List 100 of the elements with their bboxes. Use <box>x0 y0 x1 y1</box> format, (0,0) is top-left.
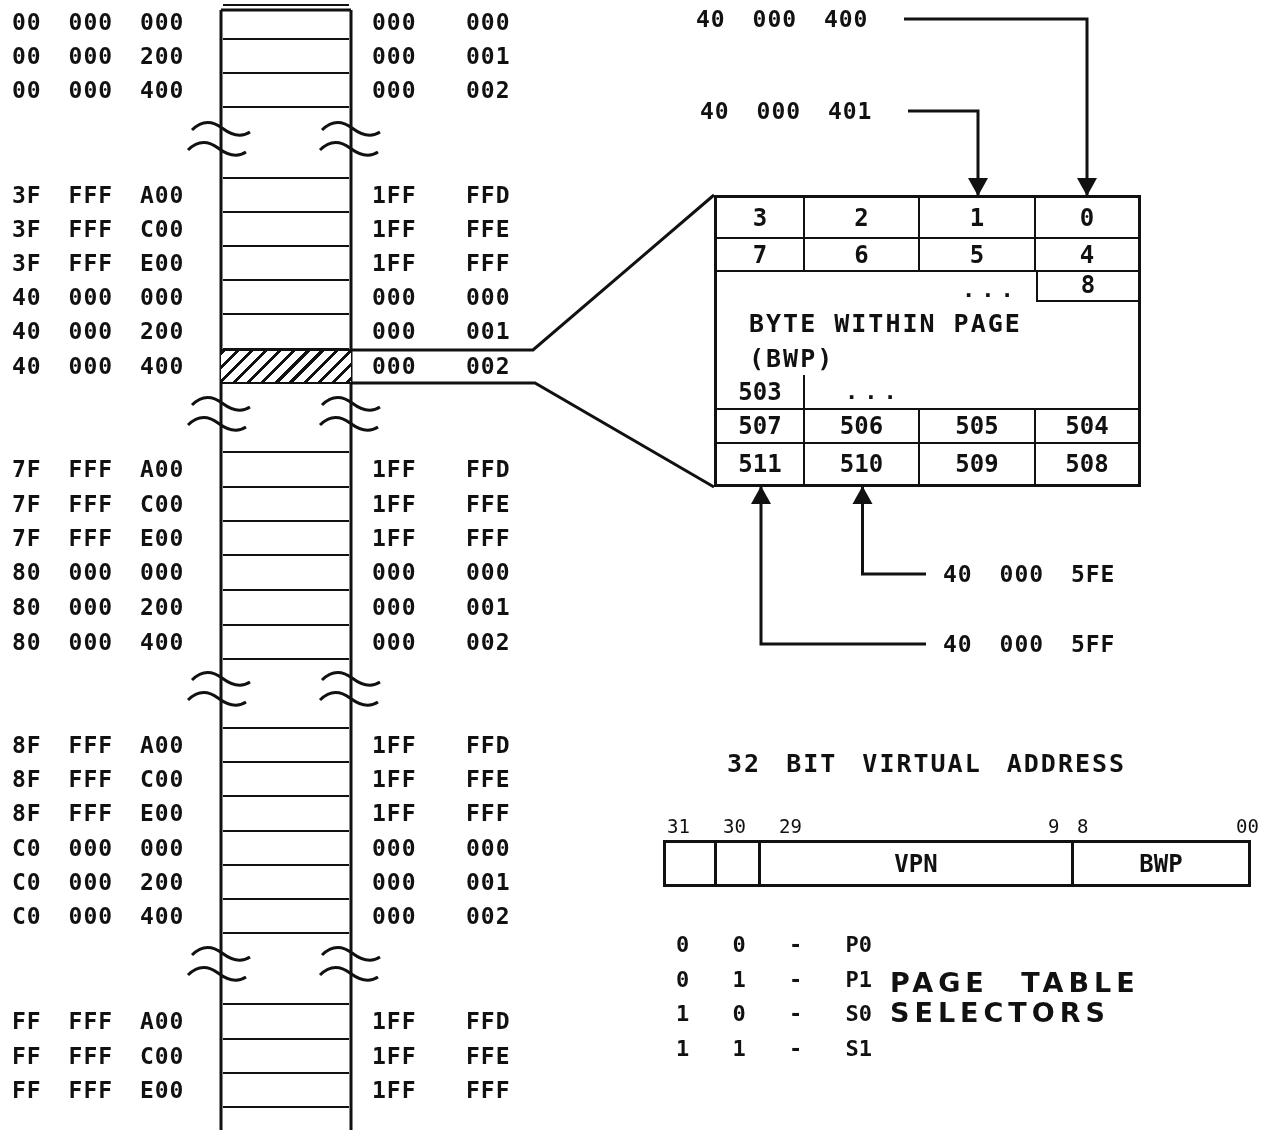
byte-cell: 6 <box>805 237 920 272</box>
byte-cell: 3 <box>717 198 805 237</box>
bit-field: BWP <box>1071 840 1251 887</box>
page-number: FFE <box>466 490 511 518</box>
page-number: 000 <box>372 834 417 862</box>
page-number: 000 <box>466 834 511 862</box>
page-number: 000 <box>372 868 417 896</box>
virtual-address: 00 000 000 <box>12 8 185 36</box>
page-number: FFF <box>466 524 511 552</box>
virtual-address: 3F FFF A00 <box>12 181 185 209</box>
virtual-address: C0 000 000 <box>12 834 185 862</box>
page-number: 002 <box>466 352 511 380</box>
bit-number: 30 <box>723 814 746 839</box>
bit-number: 9 <box>1048 814 1060 839</box>
byte-cell: 4 <box>1036 237 1138 272</box>
virtual-address: FF FFF C00 <box>12 1042 185 1070</box>
page-number: 1FF <box>372 524 417 552</box>
bit-number: 00 <box>1236 814 1259 839</box>
zoom-line <box>351 381 715 489</box>
page-number: 000 <box>466 8 511 36</box>
byte-cell: 509 <box>920 442 1036 484</box>
byte-cell: 2 <box>805 198 920 237</box>
page-number: 000 <box>372 593 417 621</box>
page-number: 002 <box>466 76 511 104</box>
page-number: 000 <box>372 8 417 36</box>
page-number: 000 <box>372 283 417 311</box>
page-number: FFE <box>466 215 511 243</box>
page-number: 000 <box>372 42 417 70</box>
selector-code: 1 1 - S1 <box>676 1035 872 1063</box>
byte-cell: 7 <box>717 237 805 272</box>
page-number: FFD <box>466 1007 511 1035</box>
byte-cell: 5 <box>920 237 1036 272</box>
virtual-address: FF FFF E00 <box>12 1076 185 1104</box>
page-number: 1FF <box>372 490 417 518</box>
page-number: 001 <box>466 868 511 896</box>
bit-number: 31 <box>667 814 690 839</box>
page-number: 000 <box>372 902 417 930</box>
page-number: 000 <box>372 628 417 656</box>
page-number: 002 <box>466 628 511 656</box>
address-label: 40 000 5FE <box>926 559 1136 589</box>
page-number: 1FF <box>372 1042 417 1070</box>
page-number: 1FF <box>372 1076 417 1104</box>
page-number: 001 <box>466 42 511 70</box>
page-number: 000 <box>466 558 511 586</box>
page-number: 000 <box>372 352 417 380</box>
selector-code: 1 0 - S0 <box>676 1000 872 1028</box>
virtual-address: 80 000 200 <box>12 593 185 621</box>
page-number: 000 <box>466 283 511 311</box>
virtual-address: 7F FFF E00 <box>12 524 185 552</box>
arrow <box>751 486 926 646</box>
byte-cell: 503 <box>717 375 805 408</box>
selector-code: 0 1 - P1 <box>676 966 872 994</box>
virtual-address: 8F FFF E00 <box>12 799 185 827</box>
page-number: 000 <box>372 558 417 586</box>
virtual-address: 00 000 200 <box>12 42 185 70</box>
byte-cell: 506 <box>805 408 920 442</box>
page-number: FFD <box>466 455 511 483</box>
virtual-address: 00 000 400 <box>12 76 185 104</box>
field-box <box>663 840 714 887</box>
hatched-page-cell <box>221 349 351 384</box>
page-detail-box <box>714 195 1141 487</box>
bit-field: VPN <box>758 840 1071 887</box>
byte-cell: 511 <box>717 442 805 484</box>
virtual-address: 8F FFF A00 <box>12 731 185 759</box>
address-label: 40 000 5FF <box>926 629 1136 659</box>
virtual-address: 40 000 200 <box>12 317 185 345</box>
ellipsis: ... <box>962 276 1020 304</box>
byte-cell: 0 <box>1036 198 1138 237</box>
page-heading: BYTE WITHIN PAGE (BWP) <box>749 308 1023 375</box>
byte-cell: 1 <box>920 198 1036 237</box>
byte-cell: 508 <box>1036 442 1138 484</box>
page-number: 1FF <box>372 181 417 209</box>
arrow <box>904 17 1097 196</box>
page-number: 001 <box>466 593 511 621</box>
page-number: FFD <box>466 731 511 759</box>
selector-code: 0 0 - P0 <box>676 931 872 959</box>
virtual-address: FF FFF A00 <box>12 1007 185 1035</box>
section-title: 32 BIT VIRTUAL ADDRESS <box>727 750 1127 778</box>
virtual-address: 80 000 000 <box>12 558 185 586</box>
address-label: 40 000 401 <box>698 96 908 126</box>
selector-caption: PAGE TABLE SELECTORS <box>890 968 1141 1028</box>
arrow <box>908 109 988 196</box>
virtual-address: 7F FFF A00 <box>12 455 185 483</box>
byte-cell: 507 <box>717 408 805 442</box>
virtual-address: C0 000 200 <box>12 868 185 896</box>
virtual-address: C0 000 400 <box>12 902 185 930</box>
byte-cell: 504 <box>1036 408 1138 442</box>
page-number: FFE <box>466 765 511 793</box>
page-number: 001 <box>466 317 511 345</box>
page-number: FFF <box>466 799 511 827</box>
virtual-address: 8F FFF C00 <box>12 765 185 793</box>
page-number: FFE <box>466 1042 511 1070</box>
page-number: 1FF <box>372 799 417 827</box>
zoom-line <box>351 193 715 352</box>
page-number: 002 <box>466 902 511 930</box>
byte-cell: 505 <box>920 408 1036 442</box>
byte-cell: 8 <box>1036 270 1138 302</box>
virtual-address: 3F FFF E00 <box>12 249 185 277</box>
page-number: 1FF <box>372 249 417 277</box>
address-label: 40 000 400 <box>694 4 904 34</box>
